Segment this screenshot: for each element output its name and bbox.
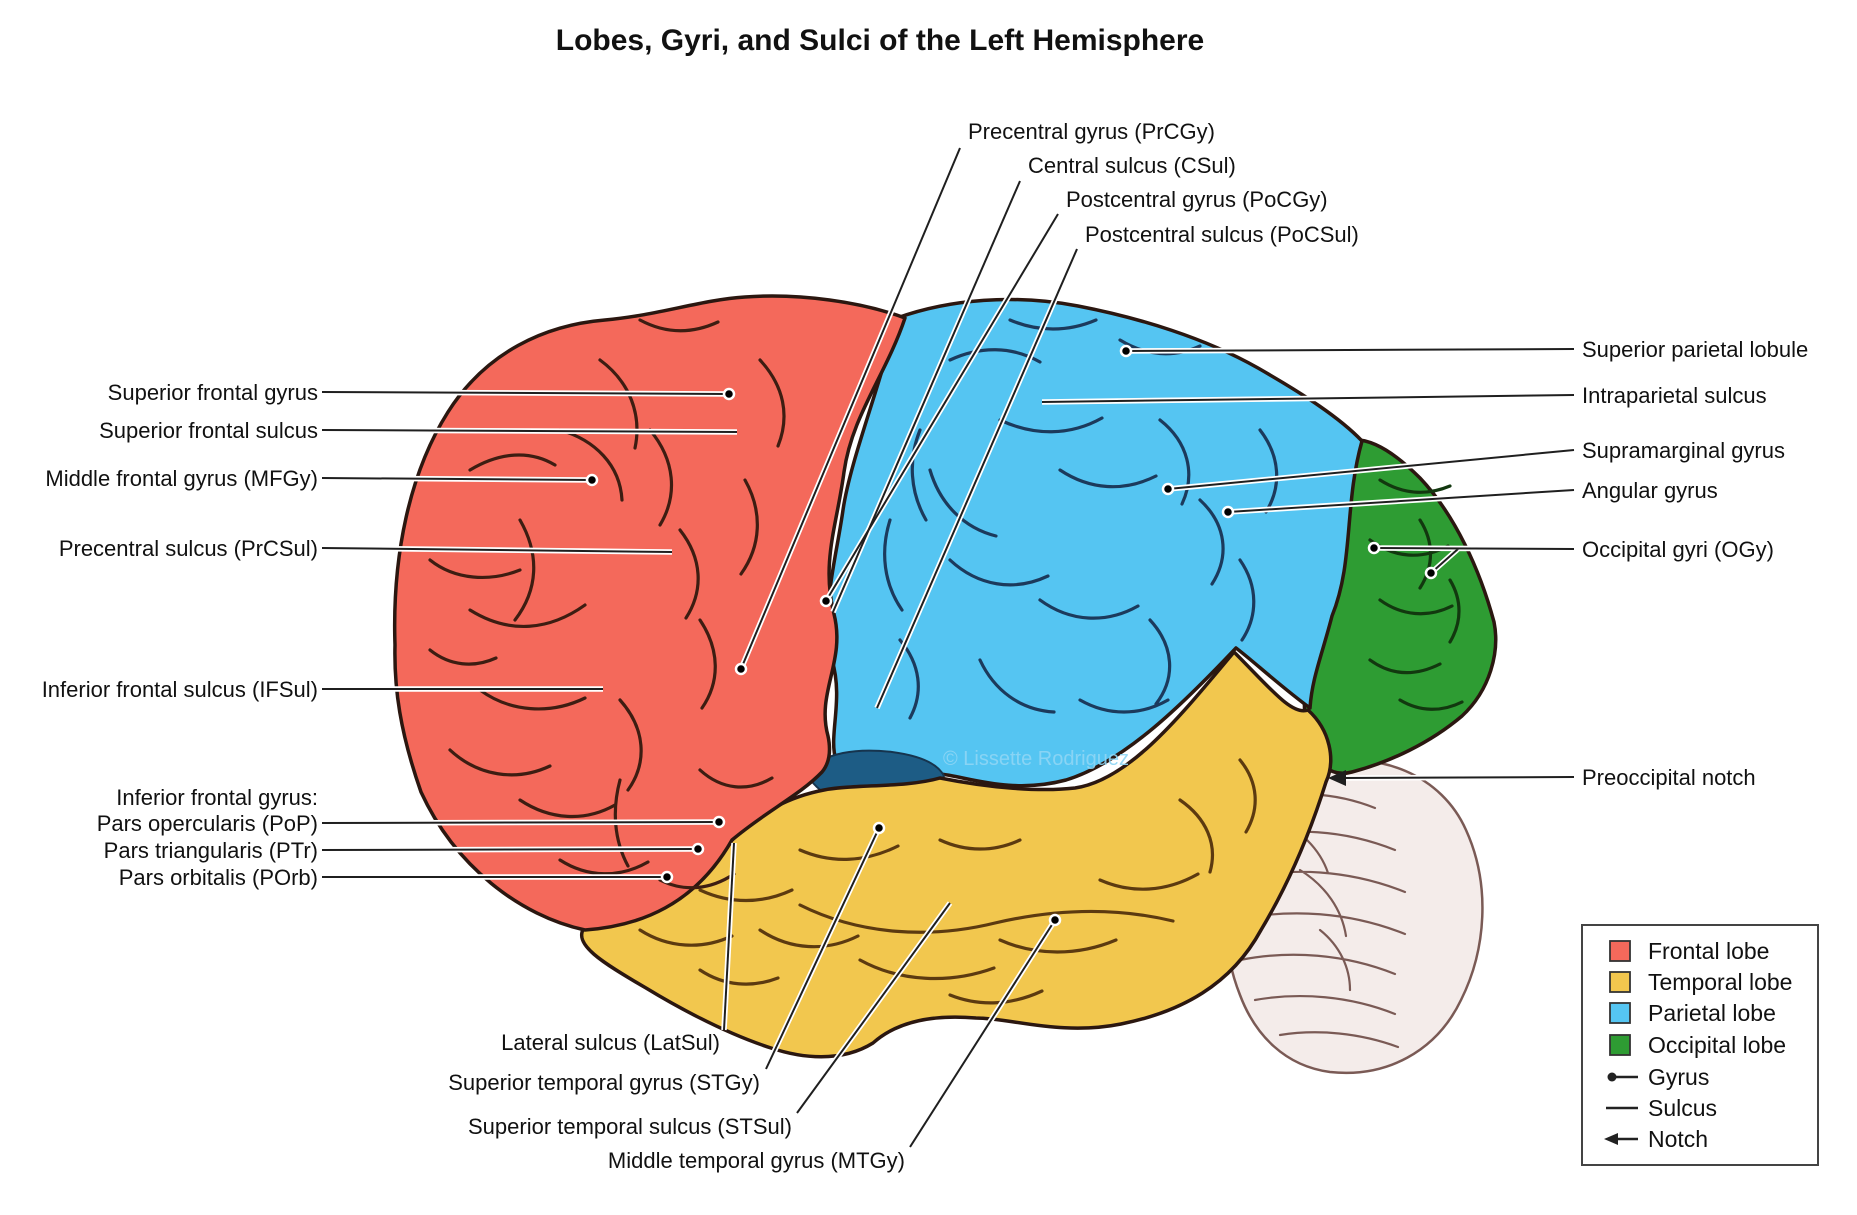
legend-label-parietal-lobe: Parietal lobe bbox=[1648, 1000, 1776, 1026]
label-lateral-sulcus: Lateral sulcus (LatSul) bbox=[501, 1030, 720, 1055]
gyrus-dot bbox=[660, 870, 674, 884]
label-preoccipital-notch: Preoccipital notch bbox=[1582, 765, 1756, 790]
gyrus-dot bbox=[691, 842, 705, 856]
legend-label-notch: Notch bbox=[1648, 1126, 1708, 1152]
label-superior-temporal-gyrus: Superior temporal gyrus (STGy) bbox=[448, 1070, 760, 1095]
watermark: © Lissette Rodriguez bbox=[943, 748, 1129, 770]
gyrus-marker-dots bbox=[585, 344, 1438, 927]
label-pars-orbitalis: Pars orbitalis (POrb) bbox=[119, 865, 318, 890]
annotation-labels: Lobes, Gyri, and Sulci of the Left Hemis… bbox=[42, 24, 1809, 1173]
label-postcentral-sulcus: Postcentral sulcus (PoCSul) bbox=[1085, 222, 1359, 247]
gyrus-dot bbox=[872, 821, 886, 835]
label-inferior-frontal-sulcus: Inferior frontal sulcus (IFSul) bbox=[42, 677, 318, 702]
legend-label-frontal-lobe: Frontal lobe bbox=[1648, 938, 1769, 964]
label-middle-temporal-gyrus: Middle temporal gyrus (MTGy) bbox=[608, 1148, 905, 1173]
label-middle-frontal-gyrus: Middle frontal gyrus (MFGy) bbox=[45, 466, 318, 491]
notch-arrowhead-icon bbox=[1328, 770, 1346, 786]
label-precentral-sulcus: Precentral sulcus (PrCSul) bbox=[59, 536, 318, 561]
gyrus-dot bbox=[734, 662, 748, 676]
occipital-lobe-sulci-texture bbox=[1368, 478, 1464, 711]
label-pars-opercularis: Pars opercularis (PoP) bbox=[97, 811, 318, 836]
label-occipital-gyri: Occipital gyri (OGy) bbox=[1582, 537, 1774, 562]
label-postcentral-gyrus: Postcentral gyrus (PoCGy) bbox=[1066, 187, 1328, 212]
label-pars-triangularis: Pars triangularis (PTr) bbox=[104, 838, 318, 863]
label-superior-temporal-sulcus: Superior temporal sulcus (STSul) bbox=[468, 1114, 792, 1139]
temporal-lobe-sulci-texture bbox=[638, 758, 1257, 1005]
gyrus-dot bbox=[712, 815, 726, 829]
parietal-lobe-sulci-texture bbox=[883, 318, 1279, 720]
gyrus-dot bbox=[1221, 505, 1235, 519]
label-inferior-frontal-gyrus-heading: Inferior frontal gyrus: bbox=[116, 785, 318, 810]
gyrus-symbol-icon bbox=[1607, 1072, 1638, 1082]
legend: Frontal lobe Temporal lobe Parietal lobe… bbox=[1581, 924, 1819, 1166]
legend-label-gyrus: Gyrus bbox=[1648, 1064, 1709, 1090]
gyrus-dot bbox=[585, 473, 599, 487]
temporal-lobe-swatch bbox=[1609, 971, 1631, 993]
label-superior-parietal-lobule: Superior parietal lobule bbox=[1582, 337, 1808, 362]
gyrus-dot bbox=[1048, 913, 1062, 927]
legend-label-sulcus: Sulcus bbox=[1648, 1095, 1717, 1121]
gyrus-dot bbox=[819, 594, 833, 608]
page-title: Lobes, Gyri, and Sulci of the Left Hemis… bbox=[556, 24, 1204, 57]
legend-label-temporal-lobe: Temporal lobe bbox=[1648, 969, 1792, 995]
label-superior-frontal-gyrus: Superior frontal gyrus bbox=[108, 380, 318, 405]
label-intraparietal-sulcus: Intraparietal sulcus bbox=[1582, 383, 1767, 408]
label-central-sulcus: Central sulcus (CSul) bbox=[1028, 153, 1236, 178]
label-precentral-gyrus: Precentral gyrus (PrCGy) bbox=[968, 119, 1215, 144]
gyrus-dot bbox=[1424, 566, 1438, 580]
temporal-lobe-shape bbox=[579, 650, 1333, 1059]
gyrus-dot bbox=[1367, 541, 1381, 555]
label-angular-gyrus: Angular gyrus bbox=[1582, 478, 1718, 503]
frontal-lobe-swatch bbox=[1609, 940, 1631, 962]
gyrus-dot bbox=[1161, 482, 1175, 496]
label-supramarginal-gyrus: Supramarginal gyrus bbox=[1582, 438, 1785, 463]
notch-symbol-icon bbox=[1604, 1133, 1638, 1145]
brain-illustration bbox=[392, 294, 1498, 1075]
parietal-lobe-swatch bbox=[1609, 1002, 1631, 1024]
legend-label-occipital-lobe: Occipital lobe bbox=[1648, 1032, 1786, 1058]
gyrus-dot bbox=[1119, 344, 1133, 358]
occipital-lobe-swatch bbox=[1609, 1034, 1631, 1056]
gyrus-dot bbox=[722, 387, 736, 401]
label-superior-frontal-sulcus: Superior frontal sulcus bbox=[99, 418, 318, 443]
